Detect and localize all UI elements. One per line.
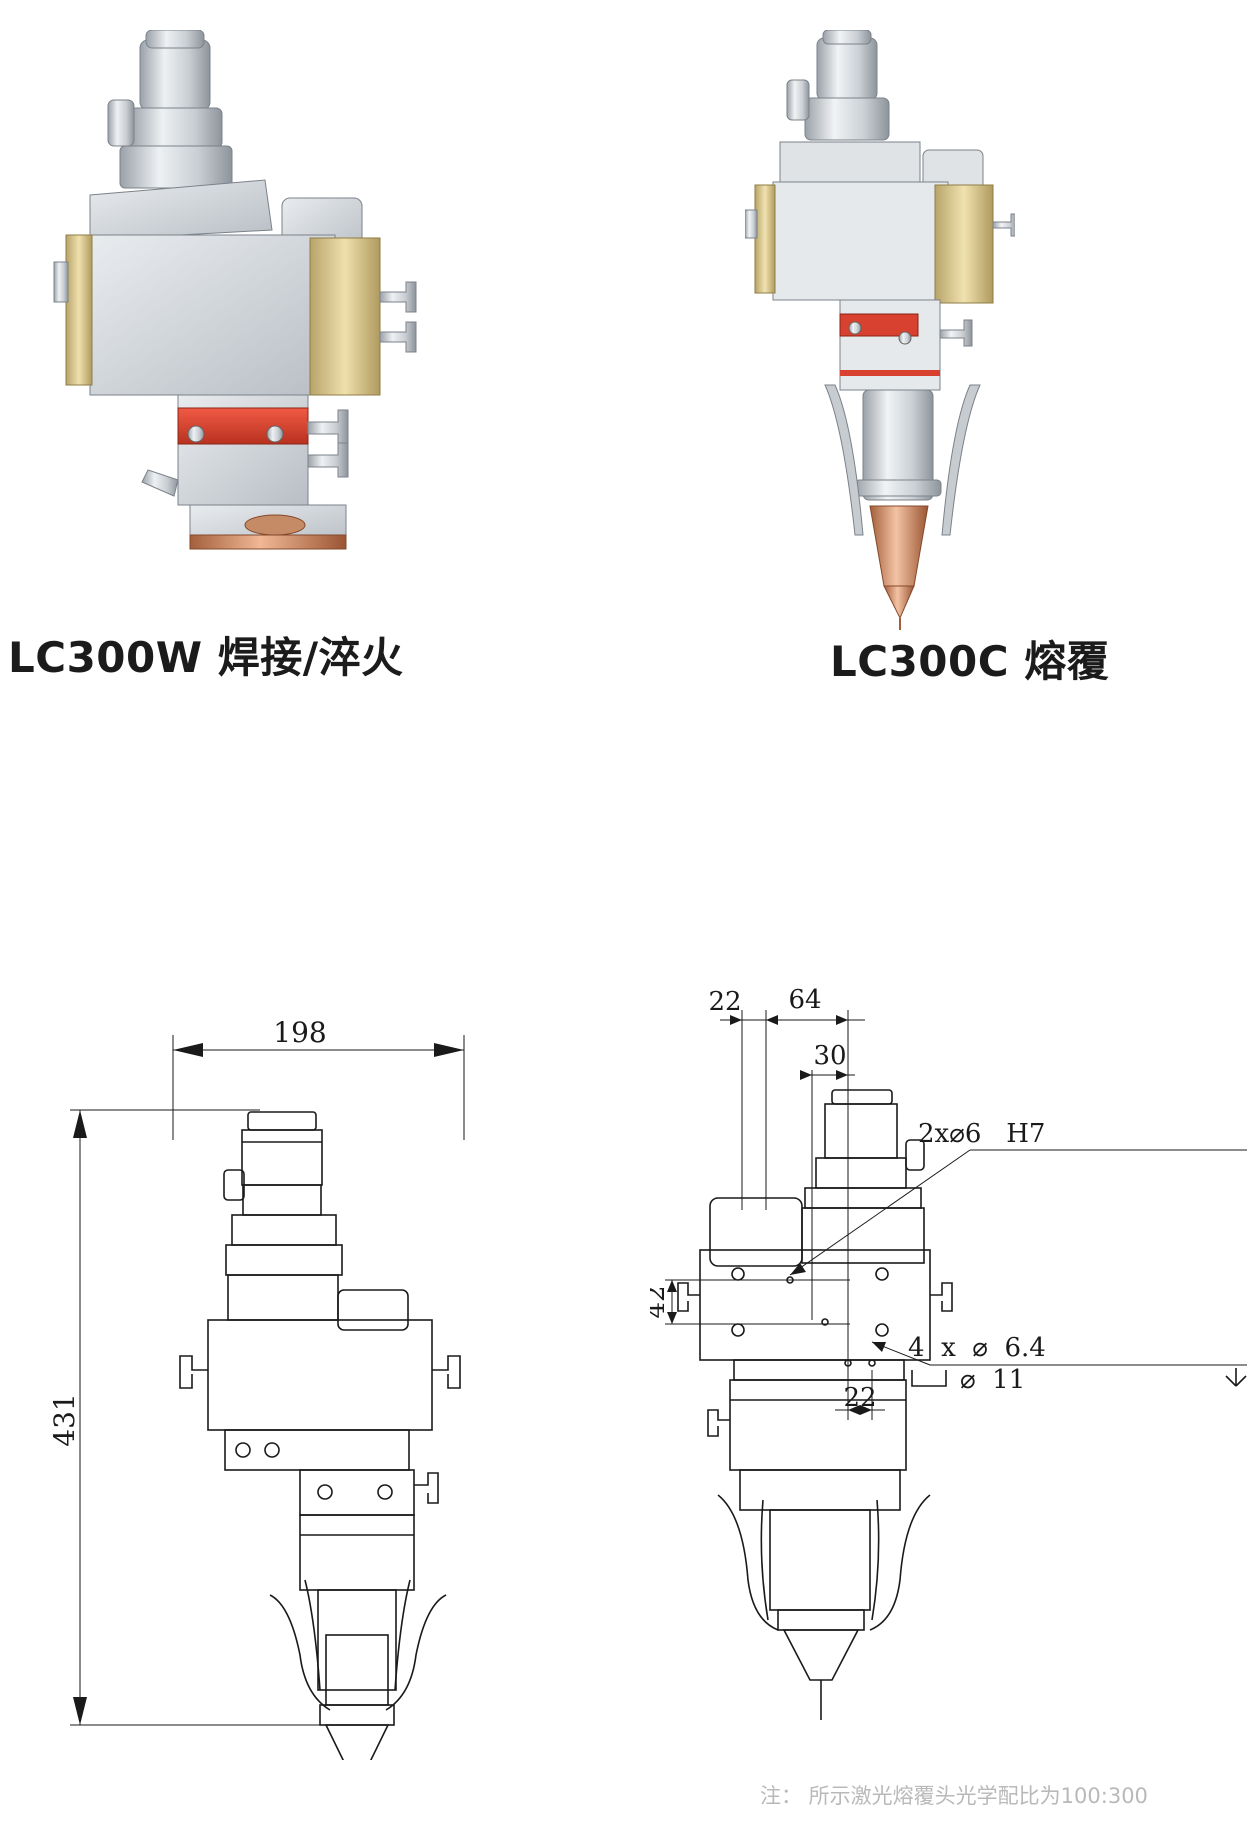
dim-42-label: 42	[650, 1285, 671, 1318]
lc300c-caption: LC300C 熔覆	[830, 637, 1110, 686]
dim-30-label: 30	[813, 1041, 846, 1071]
lc300w-caption: LC300W 焊接/淬火	[8, 633, 404, 682]
width-dimension-label: 198	[273, 1016, 326, 1049]
lc300w-dimension-drawing: 198 431	[48, 1016, 465, 1760]
depth-symbol	[1225, 1368, 1247, 1387]
height-dimension-label: 431	[48, 1393, 81, 1446]
hole-spec-4x64-label: 4 x ⌀ 6.4	[908, 1333, 1046, 1363]
counterbore-symbol	[911, 1370, 947, 1387]
optics-ratio-note: 注： 所示激光熔覆头光学配比为100:300	[760, 1784, 1148, 1808]
dim-22-bottom-label: 22	[843, 1383, 876, 1413]
dim-64-label: 64	[788, 985, 821, 1015]
hole-spec-counterbore-label: ⌀ 11	[960, 1365, 1025, 1395]
lc300w-head-render	[53, 30, 417, 550]
hole-spec-2x6-label: 2x⌀6 H7	[918, 1119, 1045, 1149]
lc300c-head-render	[745, 30, 1015, 630]
lc300c-dimension-drawing: 22 64 30 2x⌀6 H7 42 4 x ⌀ 6.4 ⌀ 11 22	[650, 985, 1247, 1720]
dim-22-top-label: 22	[708, 987, 741, 1017]
